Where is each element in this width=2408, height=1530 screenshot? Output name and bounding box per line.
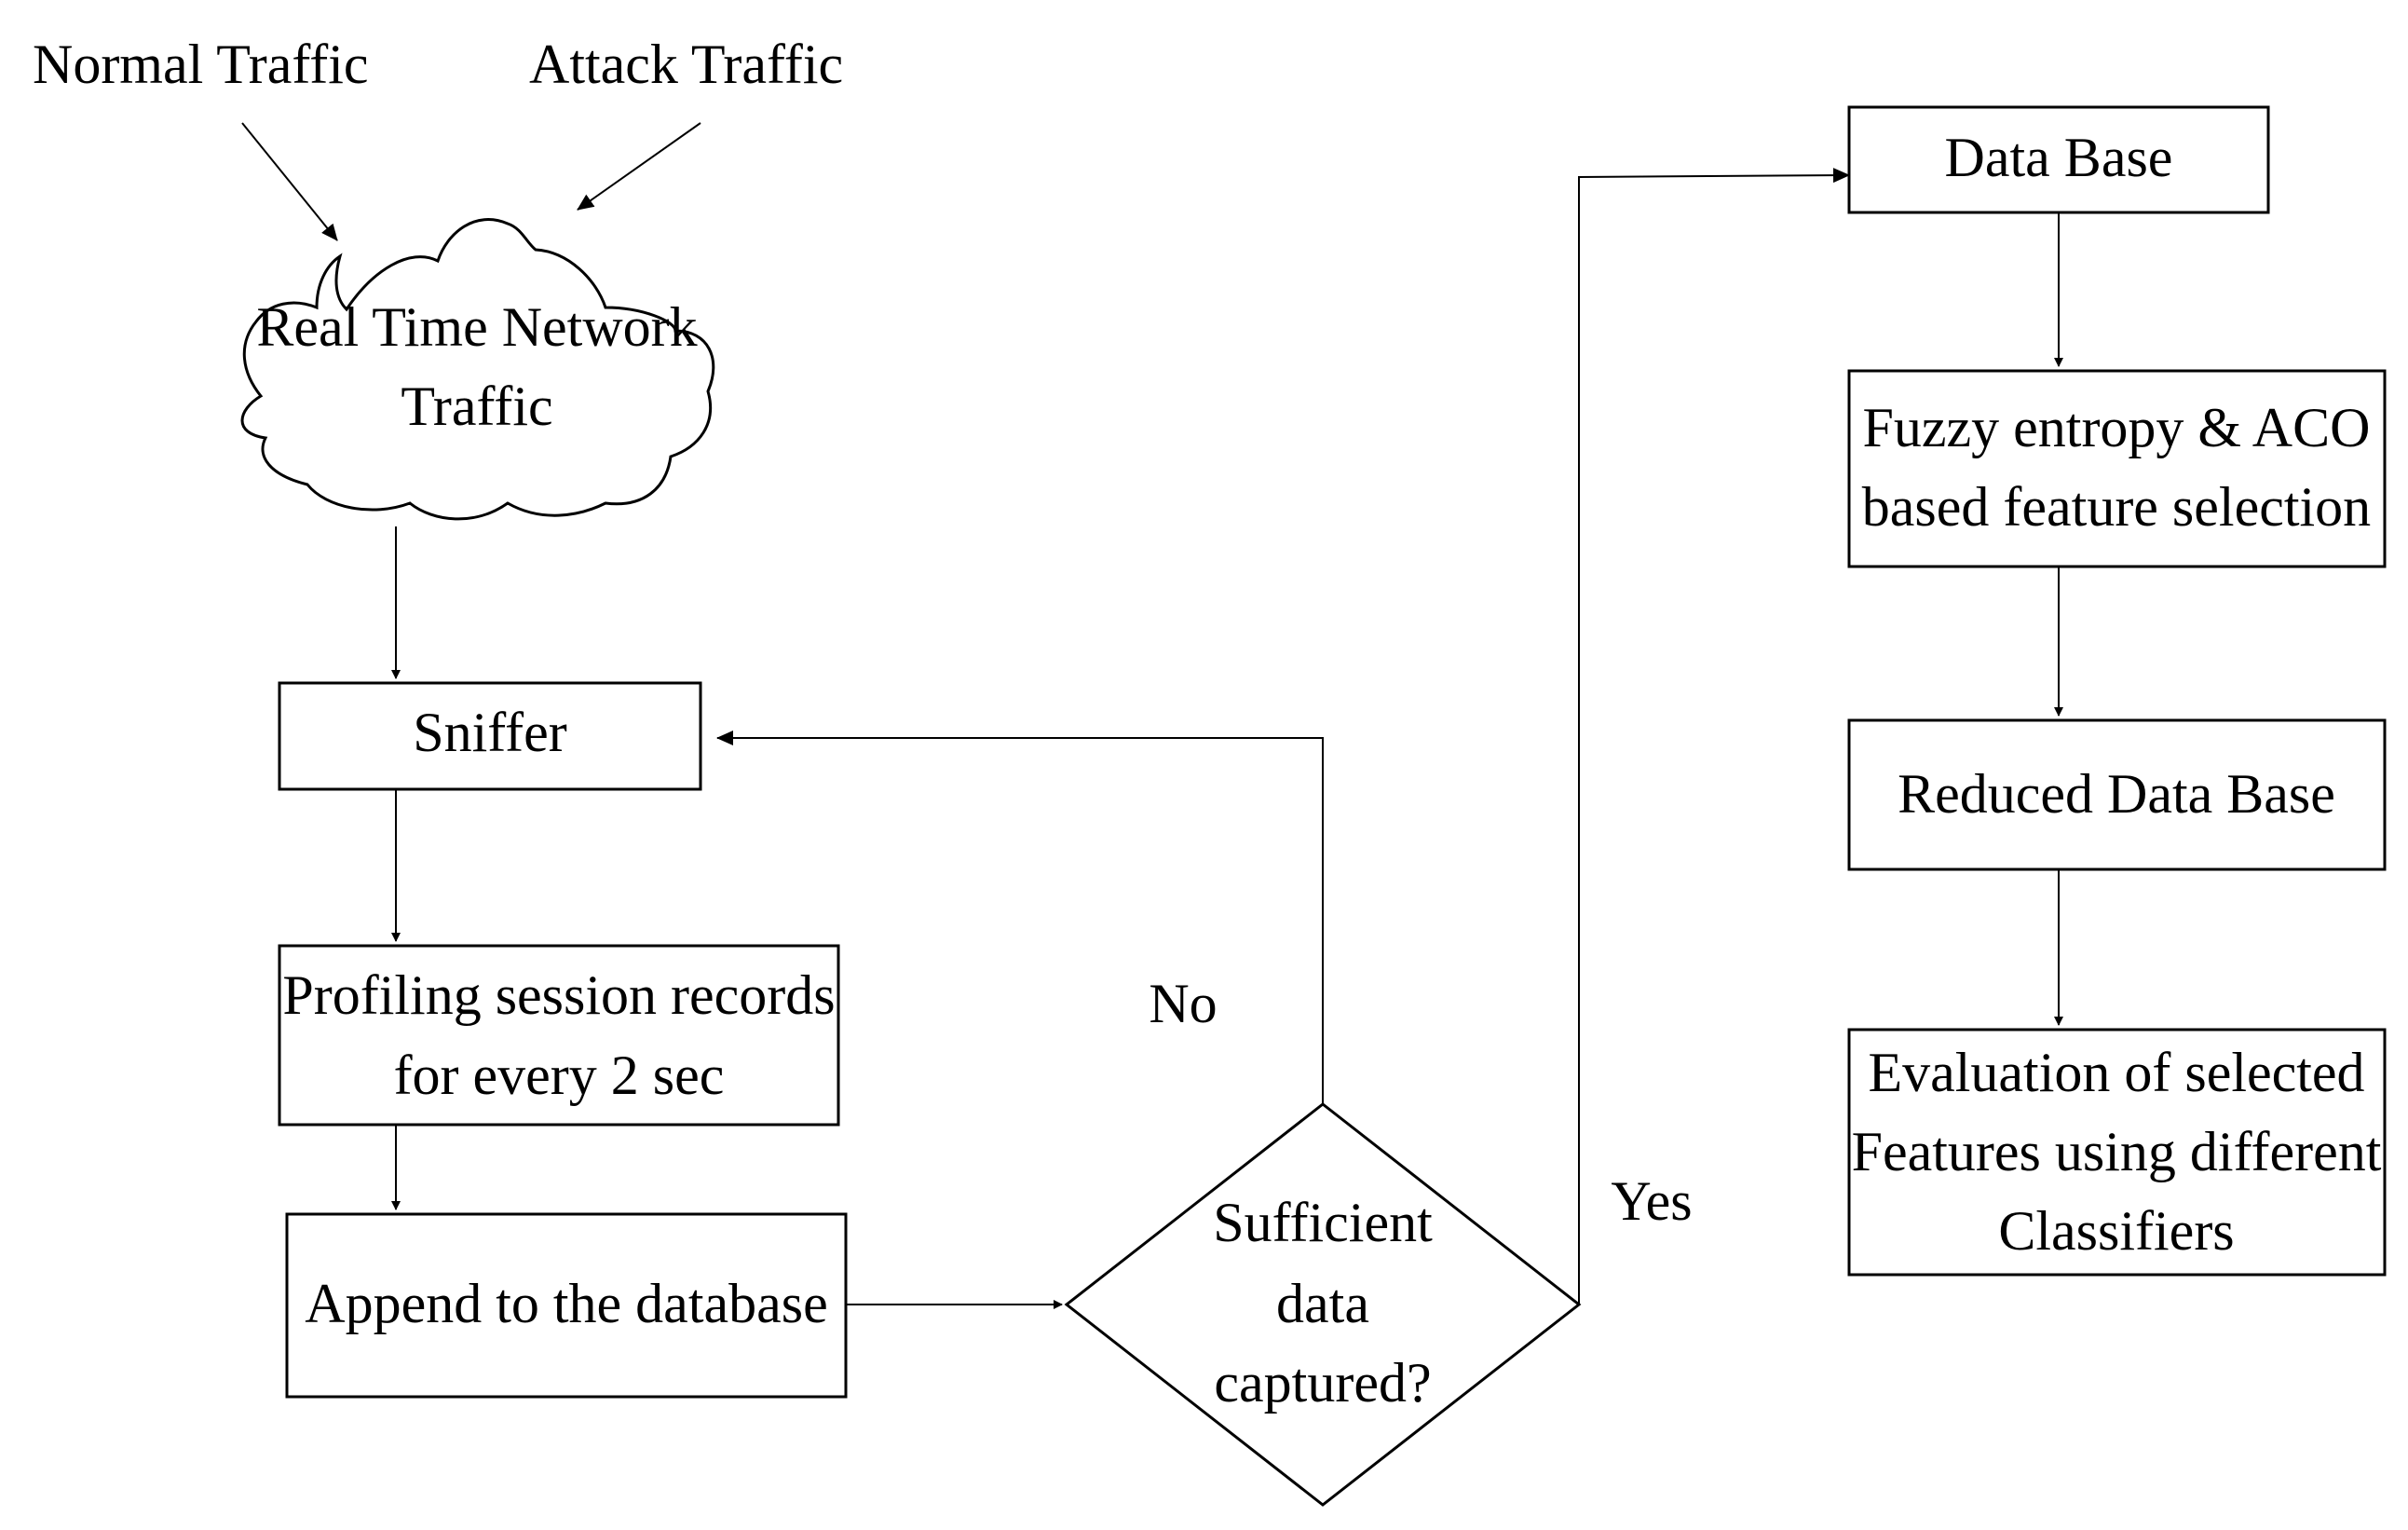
decision-line1: Sufficient <box>1213 1192 1433 1253</box>
profiling-line2: for every 2 sec <box>394 1045 725 1106</box>
reduced-database-label: Reduced Data Base <box>1898 763 2335 825</box>
attack-traffic-arrow <box>577 122 701 211</box>
normal-traffic-label: Normal Traffic <box>33 34 369 95</box>
database-label: Data Base <box>1945 127 2173 188</box>
evaluation-box <box>1847 1028 2387 1277</box>
no-loop-arrow <box>716 731 1324 1104</box>
feature-selection-line2: based feature selection <box>1862 476 2371 538</box>
decision-line2: data <box>1276 1273 1369 1334</box>
normal-traffic-arrow <box>241 122 338 241</box>
network-traffic-line2: Traffic <box>401 376 552 437</box>
append-label: Append to the database <box>305 1273 827 1334</box>
sniffer-box <box>278 681 702 791</box>
evaluation-line2: Features using different <box>1852 1121 2382 1182</box>
evaluation-line3: Classifiers <box>1998 1200 2234 1262</box>
yes-path-arrow <box>1578 168 1850 1305</box>
no-label: No <box>1149 973 1217 1034</box>
feature-selection-line1: Fuzzy entropy & ACO <box>1863 397 2371 458</box>
network-traffic-line1: Real Time Network <box>256 296 697 358</box>
yes-label: Yes <box>1611 1170 1692 1232</box>
profiling-box <box>278 944 840 1127</box>
evaluation-line1: Evaluation of selected <box>1868 1042 2364 1103</box>
decision-line3: captured? <box>1214 1352 1431 1414</box>
reduced-database-box <box>1847 718 2387 871</box>
decision-diamond <box>1064 1102 1582 1507</box>
attack-traffic-label: Attack Traffic <box>529 34 843 95</box>
sniffer-label: Sniffer <box>413 702 567 763</box>
feature-selection-box <box>1847 369 2387 568</box>
network-traffic-cloud <box>240 218 715 521</box>
profiling-line1: Profiling session records <box>282 964 835 1026</box>
database-box <box>1847 105 2270 214</box>
append-box <box>285 1212 848 1399</box>
